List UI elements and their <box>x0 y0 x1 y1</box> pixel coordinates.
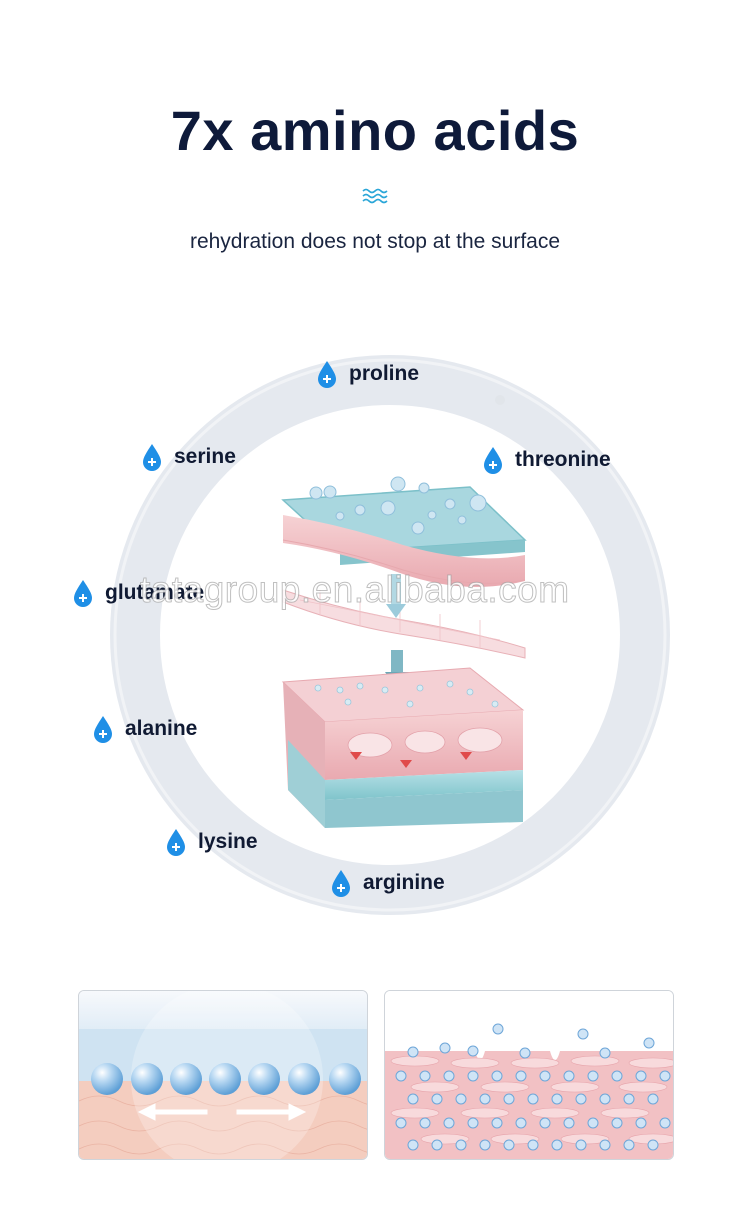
water-drop-plus-icon <box>94 716 112 743</box>
amino-label-proline: proline <box>317 360 419 388</box>
amino-name: proline <box>349 362 420 385</box>
skin-layer-illustration <box>110 355 670 915</box>
amino-name: serine <box>174 445 236 468</box>
amino-label-arginine: arginine <box>331 869 445 897</box>
wave-icon <box>362 188 388 204</box>
amino-name: alanine <box>125 717 198 740</box>
amino-label-serine: serine <box>142 443 236 471</box>
water-drop-plus-icon <box>318 361 336 388</box>
water-drop-plus-icon <box>143 444 161 471</box>
amino-label-threonine: threonine <box>483 446 611 474</box>
amino-name: lysine <box>198 830 258 853</box>
page-subtitle: rehydration does not stop at the surface <box>189 230 561 253</box>
watermark: tatagroup.en.alibaba.com <box>140 569 570 611</box>
sphere-barrier-card <box>78 990 368 1160</box>
amino-label-glutamate: glutamate <box>73 579 204 607</box>
sphere-barrier-illustration <box>79 991 367 1159</box>
amino-name: glutamate <box>105 581 205 604</box>
amino-name: threonine <box>515 448 611 471</box>
amino-label-lysine: lysine <box>166 828 258 856</box>
skin-penetration-illustration <box>385 991 673 1159</box>
amino-name: arginine <box>363 871 445 894</box>
water-drop-plus-icon <box>167 829 185 856</box>
water-drop-plus-icon <box>332 870 350 897</box>
skin-penetration-card <box>384 990 674 1160</box>
amino-label-alanine: alanine <box>93 715 197 743</box>
water-drop-plus-icon <box>74 580 92 607</box>
page-title: 7x amino acids <box>170 99 580 162</box>
water-drop-plus-icon <box>484 447 502 474</box>
